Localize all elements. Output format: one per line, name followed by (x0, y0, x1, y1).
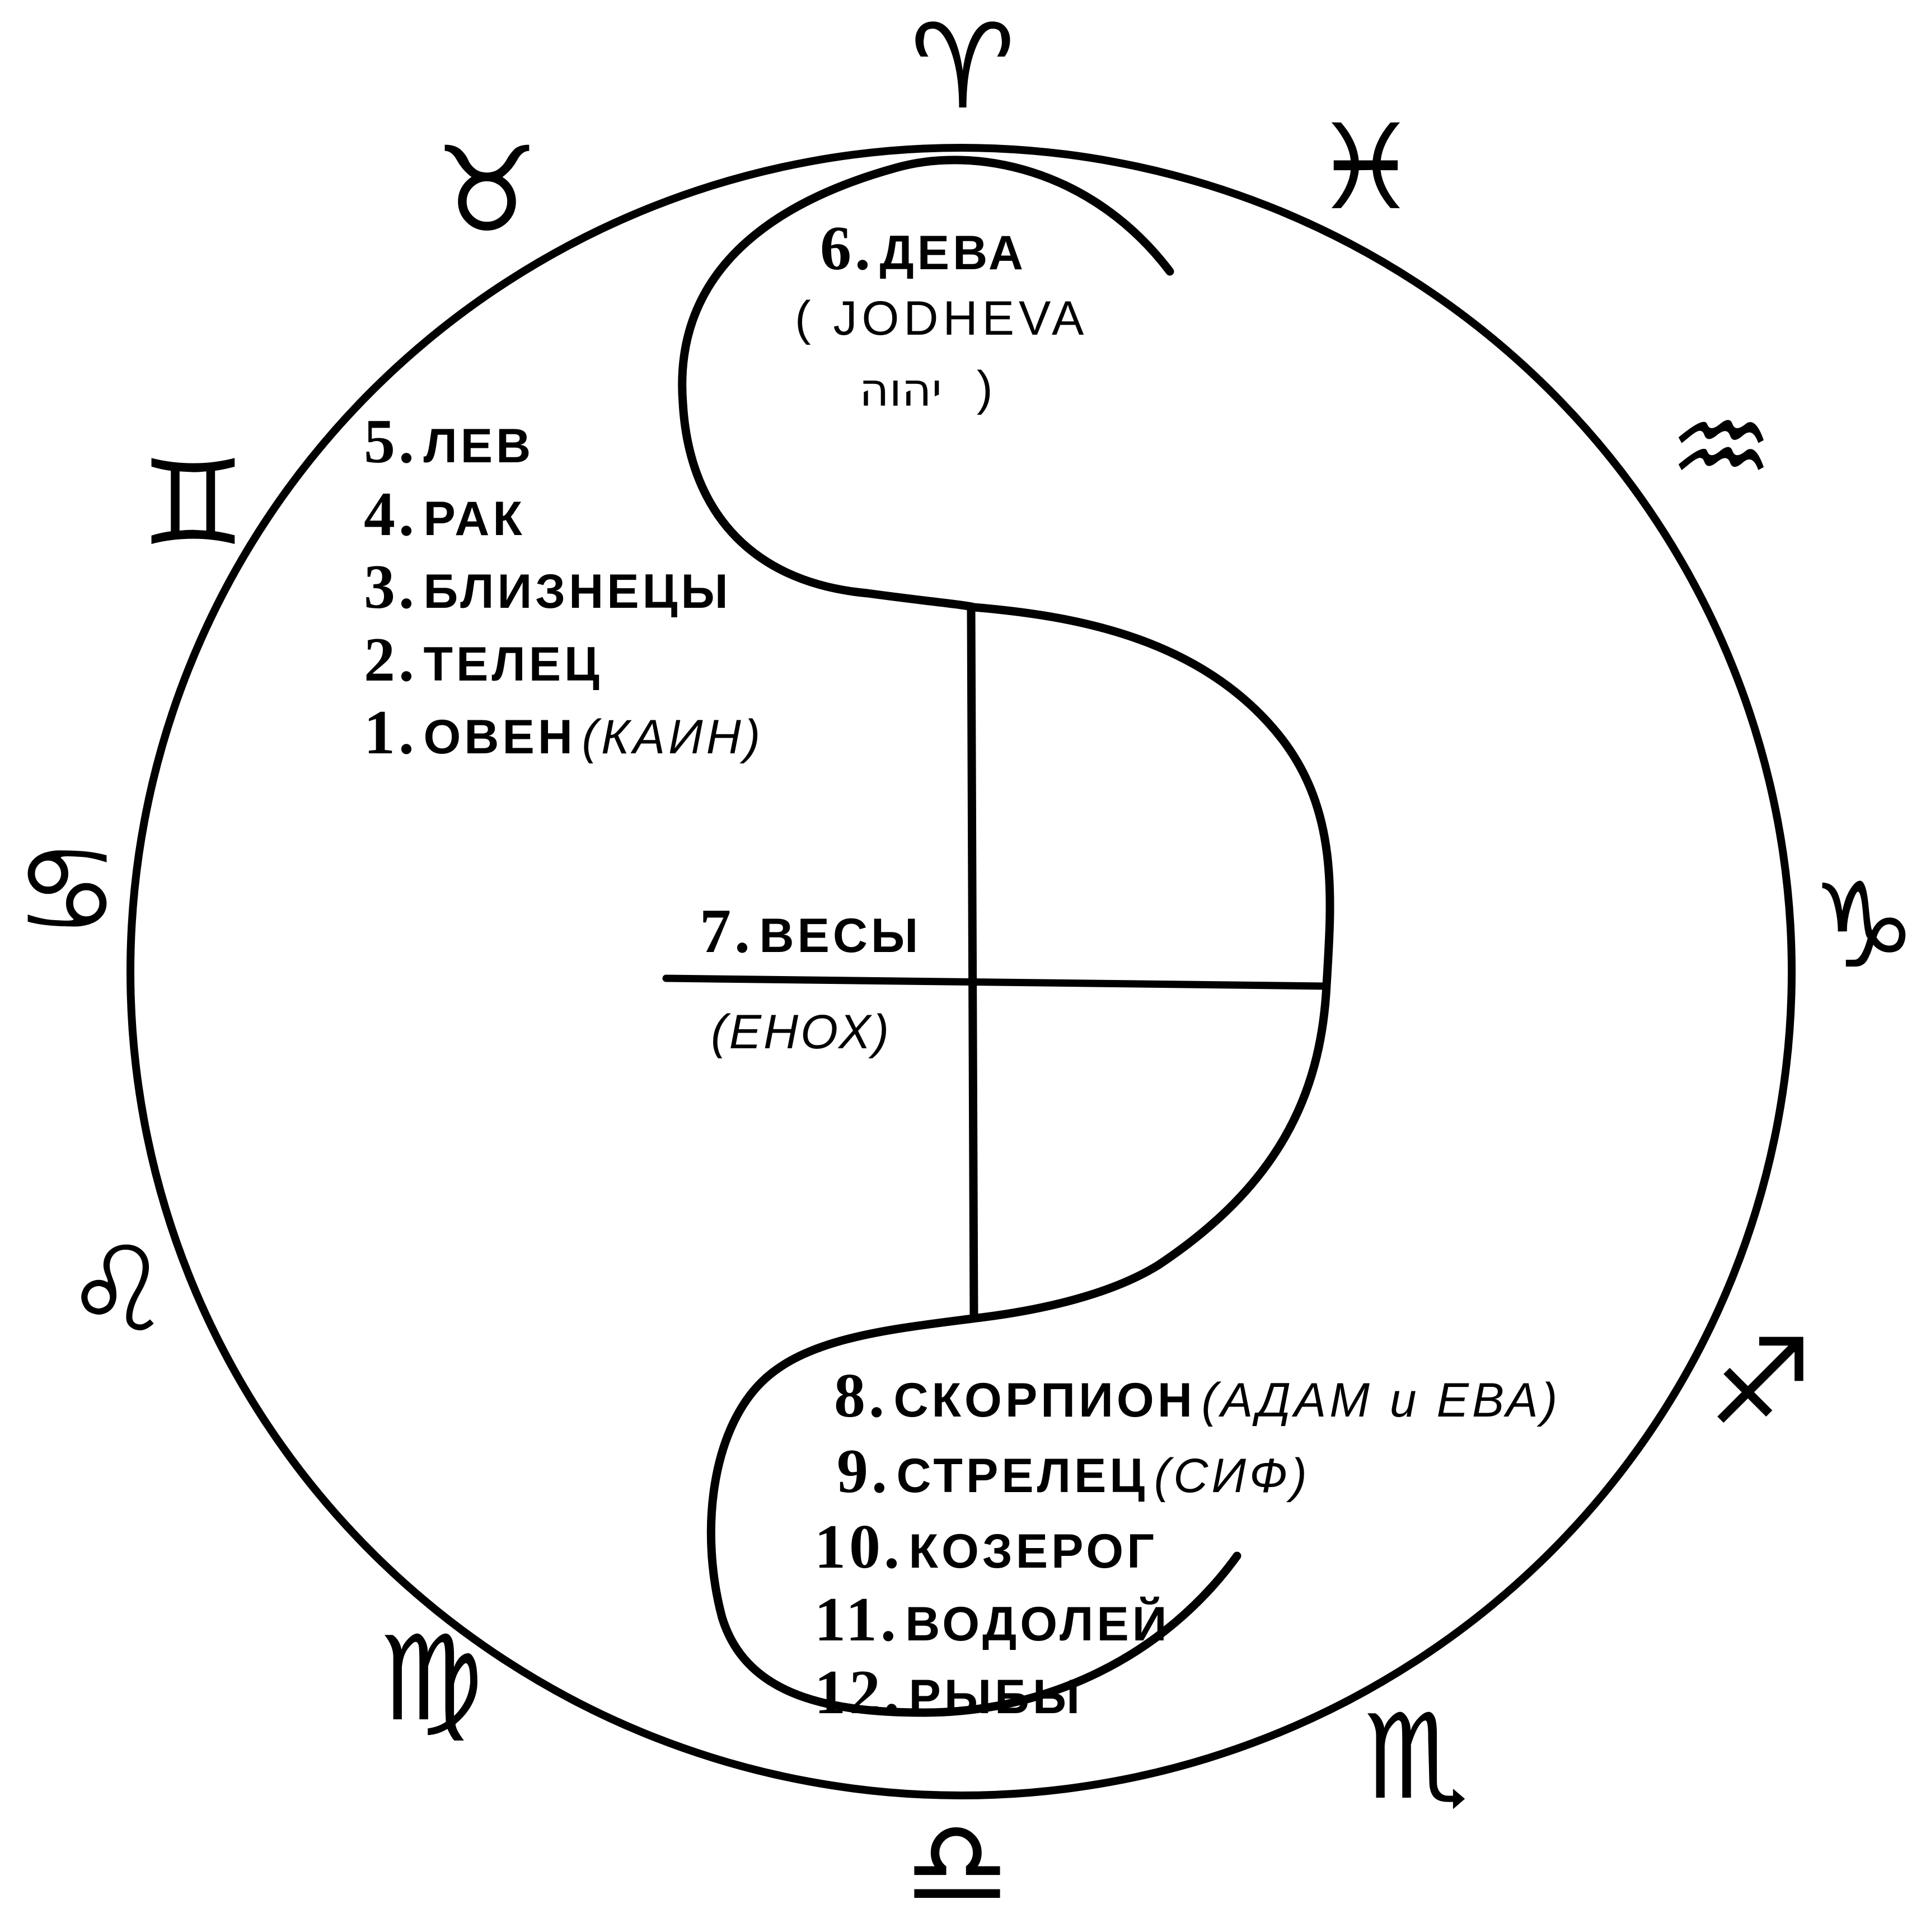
list-item-number: 1. (364, 698, 418, 767)
list-item-name: РЫБЫ (908, 1670, 1084, 1724)
list-item: 1. ОВЕН (КАИН) (364, 697, 763, 769)
list-item-number: 9. (837, 1437, 891, 1506)
capricorn-icon: ♑ (1811, 857, 1917, 995)
label-enoch: (ЕНОХ) (711, 1005, 892, 1059)
leo-icon: ♌ (64, 1221, 171, 1358)
list-item-note: (СИФ) (1154, 1449, 1310, 1503)
libra-icon: ♎ (904, 1795, 1010, 1932)
list-item: 8. СКОРПИОН (АДАМ и ЕВА) (834, 1360, 1561, 1432)
label-virgo: 6. ДЕВА (820, 213, 1027, 285)
list-item-note: (КАИН) (582, 710, 764, 764)
list-item-note: (АДАМ и ЕВА) (1201, 1373, 1561, 1427)
list-item-name: СКОРПИОН (893, 1373, 1196, 1427)
list-item-name: ВОДОЛЕЙ (905, 1597, 1170, 1651)
list-item-number: 10. (814, 1512, 903, 1582)
list-item-name: СТРЕЛЕЦ (896, 1449, 1149, 1503)
label-libra: 7. ВЕСЫ (700, 895, 921, 968)
list-item-number: 5. (364, 407, 418, 476)
pisces-icon: ♓ (1313, 99, 1419, 236)
label-jodheva-close: ) (977, 362, 997, 415)
list-item-name: ТЕЛЕЦ (423, 637, 603, 691)
virgo-icon: ♍ (378, 1610, 484, 1747)
taurus-icon: ♉ (434, 121, 540, 259)
list-item-name: КОЗЕРОГ (908, 1525, 1158, 1578)
list-item: 10. КОЗЕРОГ (814, 1511, 1158, 1583)
list-item-number: 12. (814, 1658, 903, 1727)
list-item: 2. ТЕЛЕЦ (364, 624, 603, 696)
list-item-name: ЛЕВ (423, 419, 535, 473)
vertical-axis (967, 606, 978, 1323)
label-hebrew-yhvh: יהוה (859, 364, 942, 417)
list-item: 12. РЫБЫ (814, 1657, 1083, 1729)
label-jodheva: ( JODHEVA (795, 292, 1089, 345)
horizontal-axis (662, 974, 1329, 990)
label-libra-number: 7. (700, 897, 753, 966)
list-item-number: 4. (364, 480, 418, 549)
list-item: 9. СТРЕЛЕЦ (СИФ) (837, 1436, 1310, 1508)
list-item-name: РАК (423, 492, 526, 546)
label-libra-name: ВЕСЫ (759, 909, 922, 963)
list-item-number: 11. (814, 1585, 899, 1654)
list-item: 3. БЛИЗНЕЦЫ (364, 551, 732, 623)
list-item: 5. ЛЕВ (364, 406, 534, 478)
list-item: 4. РАК (364, 479, 526, 551)
label-virgo-number: 6. (820, 214, 874, 283)
sagittarius-icon: ♐ (1707, 1314, 1814, 1451)
list-item-number: 3. (364, 552, 418, 622)
list-item-name: БЛИЗНЕЦЫ (423, 565, 732, 618)
label-virgo-name: ДЕВА (879, 226, 1027, 280)
list-item: 11. ВОДОЛЕЙ (814, 1584, 1170, 1656)
outer-circle (126, 144, 1796, 1799)
list-item-number: 8. (834, 1361, 888, 1431)
scorpio-icon: ♏ (1363, 1689, 1469, 1826)
gemini-icon: ♊ (140, 435, 246, 572)
list-item-number: 2. (364, 625, 418, 695)
list-item-name: ОВЕН (423, 710, 576, 764)
aries-icon: ♈ (910, 0, 1016, 135)
aquarius-icon: ♒ (1668, 379, 1774, 516)
cancer-icon: ♋ (14, 821, 120, 958)
